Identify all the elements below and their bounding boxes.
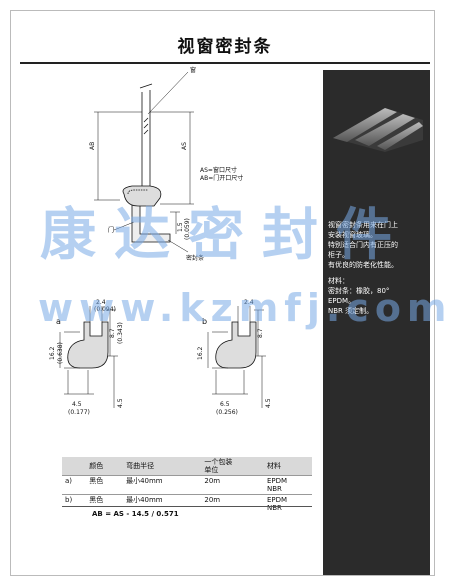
a-dim-4-5-in: (0.177)	[68, 409, 90, 416]
formula-text: AB = AS - 14.5 / 0.571	[92, 510, 179, 518]
desc-line: 安装视窗玻璃。	[328, 231, 377, 239]
label-seal: 密封条	[186, 254, 204, 262]
material-line: 密封条：橡胶，80°	[328, 287, 390, 295]
label-as: AS	[181, 142, 188, 150]
a-dim-8-7-in: (0.343)	[117, 322, 124, 344]
a-dim-2-4: 2.4	[96, 299, 106, 306]
b-dim-4-5-right: 4.5	[265, 398, 272, 408]
cell-variant: b)	[62, 494, 87, 513]
material-line: EPDM。	[328, 297, 356, 305]
col-header-radius: 弯曲半径	[126, 462, 155, 470]
desc-line: 柜子。	[328, 251, 349, 259]
col-header-unit: 一个包装 单位	[204, 458, 233, 474]
label-b: b	[202, 317, 207, 326]
label-a: a	[56, 317, 61, 326]
seal-profile-photo	[333, 108, 423, 152]
a-dim-16-2-in: (0.638)	[57, 342, 64, 364]
col-header-material: 材料	[266, 462, 281, 470]
a-dim-2-4-in: (0.094)	[94, 306, 116, 313]
col-header	[62, 457, 86, 476]
sidebar-description: 视窗密封条用来在门上 安装视窗玻璃。 特别适合门内有正压的 柜子。 有优良的防老…	[328, 220, 398, 270]
cell-radius: 最小40mm	[123, 494, 202, 513]
cell-material: EPDM NBR	[263, 475, 312, 495]
col-header-color: 颜色	[89, 462, 104, 470]
label-ab: AB	[89, 142, 96, 150]
desc-line: 有优良的防老化性能。	[328, 261, 398, 269]
cell-radius: 最小40mm	[123, 475, 202, 495]
sidebar-materials: 材料： 密封条：橡胶，80° EPDM。 NBR 须定制。	[328, 276, 389, 316]
cell-unit: 20m	[201, 494, 264, 513]
cell-material: EPDM NBR	[263, 494, 312, 513]
b-dim-8-7: 8.7	[257, 328, 264, 338]
a-dim-8-7: 8.7	[109, 328, 116, 338]
watermark-url: www.kzmfj.com	[38, 286, 450, 330]
title-bar: 视窗密封条	[20, 22, 430, 64]
formula-divider	[62, 506, 312, 507]
material-line: NBR 须定制。	[328, 307, 374, 315]
table-header-row: 颜色 弯曲半径 一个包装 单位 材料	[62, 457, 312, 476]
b-dim-16-2: 16.2	[197, 346, 204, 360]
cell-variant: a)	[62, 475, 87, 495]
table-row: b) 黑色 最小40mm 20m EPDM NBR	[62, 494, 312, 513]
b-dim-6-5: 6.5	[220, 401, 230, 408]
spec-table: 颜色 弯曲半径 一个包装 单位 材料 a) 黑色 最小40mm 20m EPDM…	[62, 457, 312, 513]
sidebar-panel	[323, 70, 430, 575]
desc-line: 特别适合门内有正压的	[328, 241, 398, 249]
page-title: 视窗密封条	[177, 37, 273, 57]
b-dim-6-5-in: (0.256)	[216, 409, 238, 416]
desc-line: 视窗密封条用来在门上	[328, 221, 398, 229]
a-dim-16-2: 16.2	[49, 346, 56, 360]
cell-color: 黑色	[86, 494, 124, 513]
label-door: 门	[108, 226, 114, 234]
label-as-def: AS=窗口尺寸	[200, 166, 237, 174]
cell-unit: 20m	[201, 475, 264, 495]
cell-color: 黑色	[86, 475, 124, 495]
label-glass: 窗	[190, 66, 196, 74]
technical-drawing: 窗 AS=窗口尺寸 AB=门开口尺寸 门 密封条 AB AS 1.5 (0.05…	[49, 66, 272, 416]
material-title: 材料：	[328, 277, 349, 285]
label-ab-def: AB=门开口尺寸	[200, 174, 243, 182]
b-dim-2-4: 2.4	[244, 299, 254, 306]
a-dim-4-5: 4.5	[72, 401, 82, 408]
watermark-chinese: 康达密封件	[40, 203, 410, 268]
a-dim-4-5-right: 4.5	[117, 398, 124, 408]
dim-1-5: 1.5	[177, 222, 184, 232]
dim-1-5-in: (0.059)	[184, 218, 191, 240]
table-row: a) 黑色 最小40mm 20m EPDM NBR	[62, 475, 312, 495]
